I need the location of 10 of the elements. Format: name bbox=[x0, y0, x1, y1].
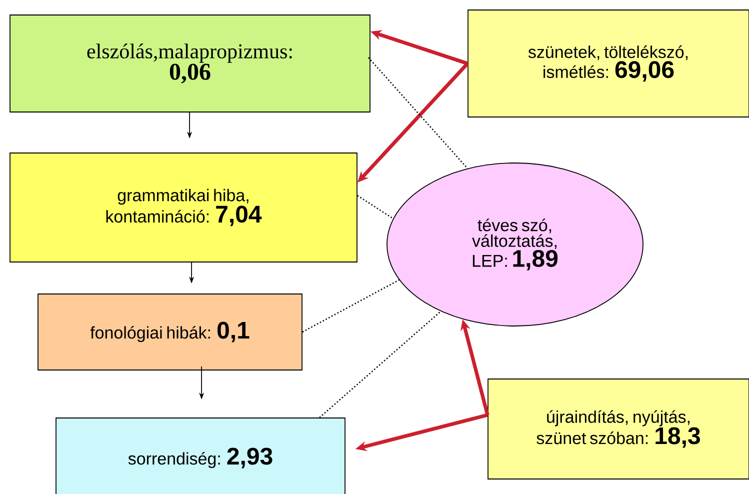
category-box: fonológiai hibák: 0,1 bbox=[38, 294, 302, 370]
category-box: grammatikai hiba, kontamináció: 7,04 bbox=[10, 152, 358, 262]
category-box: elszólás,malapropizmus: 0,06 bbox=[10, 14, 370, 112]
dotted-line bbox=[302, 279, 400, 333]
note-box: újraindítás, nyújtás, szünet szóban: 18,3 bbox=[488, 378, 749, 480]
dotted-line bbox=[357, 195, 394, 220]
note-box: szünetek, töltelékszó, ismétlés: 69,06 bbox=[468, 10, 749, 118]
category-box: sorrendiség: 2,93 bbox=[56, 418, 346, 494]
dotted-line bbox=[368, 57, 468, 169]
dotted-line bbox=[319, 310, 442, 418]
